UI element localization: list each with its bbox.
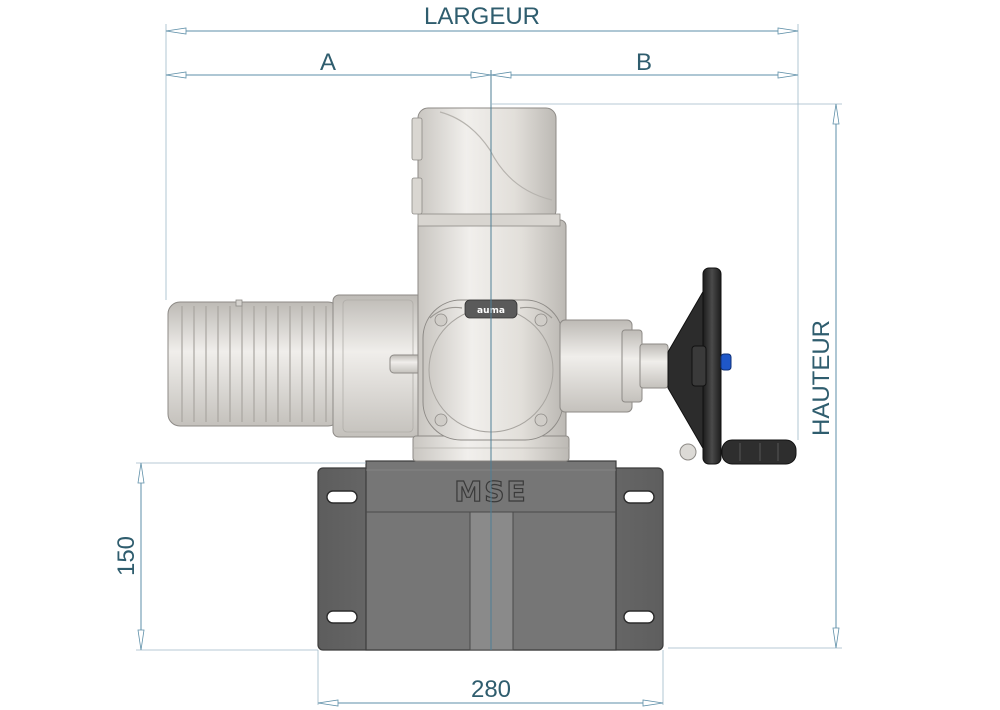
- width-label: LARGEUR: [424, 3, 540, 30]
- clutch-button: [720, 353, 732, 371]
- mounting-hole-bottom-left: [326, 610, 358, 624]
- height-dimension: HAUTEUR: [808, 103, 840, 649]
- width-dimension: LARGEUR: [165, 3, 799, 35]
- a-label: A: [320, 49, 336, 76]
- base-height-dimension: 150: [113, 462, 145, 651]
- a-dimension: A: [165, 49, 492, 79]
- electric-actuator: auma: [167, 107, 797, 465]
- handwheel-housing: [559, 319, 633, 413]
- motor-cover: [167, 299, 341, 427]
- base-height-label: 150: [113, 536, 140, 576]
- crank-handle: [721, 439, 797, 465]
- terminal-housing: [411, 107, 561, 227]
- dimension-lines: LARGEUR A B HAUTEUR 150: [113, 3, 842, 707]
- base-width-dimension: 280: [317, 676, 664, 707]
- mounting-hole-top-right: [623, 490, 655, 504]
- mounting-hole-bottom-right: [623, 610, 655, 624]
- mounting-hole-top-left: [326, 490, 358, 504]
- mse-logo: MSE: [454, 475, 527, 508]
- base-width-label: 280: [471, 676, 511, 703]
- b-label: B: [636, 49, 652, 76]
- handwheel: [667, 267, 797, 465]
- control-cover: auma: [422, 299, 564, 441]
- b-dimension: B: [490, 49, 799, 79]
- height-label: HAUTEUR: [808, 320, 835, 436]
- handwheel-shaft: [639, 343, 669, 389]
